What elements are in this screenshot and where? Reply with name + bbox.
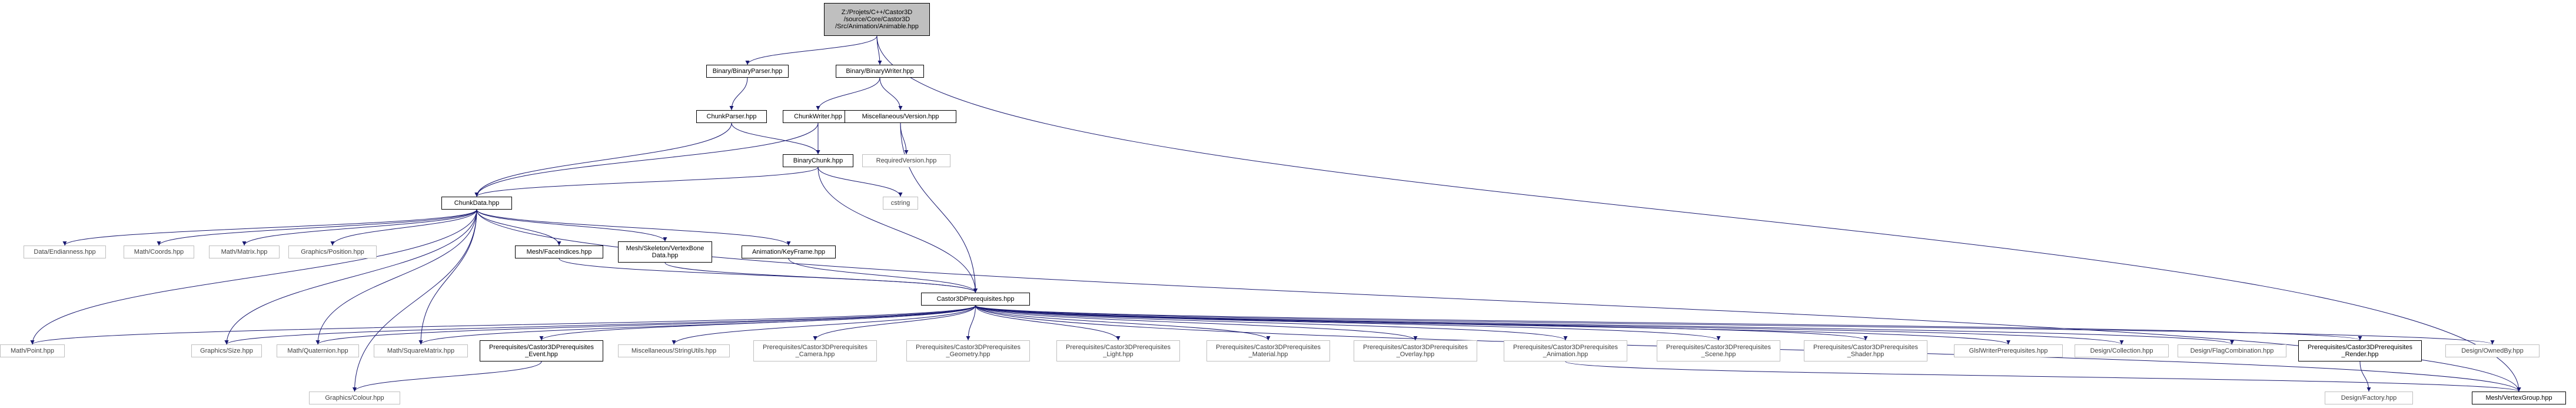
edge-binwriter-to-chunkwriter bbox=[816, 77, 880, 111]
edge-keyframe-to-prereq bbox=[788, 258, 978, 293]
edge-chunkdata-to-vbonedata bbox=[476, 209, 667, 242]
node-point[interactable]: Math/Point.hpp bbox=[0, 344, 65, 357]
node-chunkparser[interactable]: ChunkParser.hpp bbox=[696, 110, 767, 123]
edge-chunkdata-to-quaternion bbox=[315, 209, 477, 345]
edge-prereq-to-p-render bbox=[975, 305, 2362, 341]
node-coords[interactable]: Math/Coords.hpp bbox=[124, 246, 194, 258]
edge-prereq-to-p-material bbox=[975, 305, 1271, 341]
edge-prereq-to-size bbox=[224, 305, 976, 345]
node-p-shader[interactable]: Prerequisites/Castor3DPrerequisites _Sha… bbox=[1804, 340, 1927, 361]
edge-chunkdata-to-keyframe bbox=[476, 209, 791, 246]
edge-prereq-to-p-scene bbox=[975, 305, 1721, 341]
edge-faceidx-to-prereq bbox=[559, 258, 978, 293]
node-p-geometry[interactable]: Prerequisites/Castor3DPrerequisites _Geo… bbox=[906, 340, 1030, 361]
edge-binwriter-to-version bbox=[879, 77, 903, 111]
node-faceidx[interactable]: Mesh/FaceIndices.hpp bbox=[515, 246, 603, 258]
edge-prereq-to-p-animation bbox=[975, 305, 1568, 341]
edge-prereq-to-ownedby bbox=[975, 305, 2494, 345]
edge-binchunk-to-chunkdata bbox=[474, 167, 819, 197]
node-p-material[interactable]: Prerequisites/Castor3DPrerequisites _Mat… bbox=[1206, 340, 1330, 361]
node-ownedby[interactable]: Design/OwnedBy.hpp bbox=[2445, 344, 2540, 357]
edge-prereq-to-p-event bbox=[539, 305, 976, 341]
node-keyframe[interactable]: Animation/KeyFrame.hpp bbox=[742, 246, 836, 258]
node-quaternion[interactable]: Math/Quaternion.hpp bbox=[277, 344, 359, 357]
node-p-render[interactable]: Prerequisites/Castor3DPrerequisites _Ren… bbox=[2298, 340, 2422, 361]
edge-chunkwriter-to-chunkdata bbox=[474, 122, 819, 197]
node-reqversion[interactable]: RequiredVersion.hpp bbox=[862, 154, 950, 167]
node-size[interactable]: Graphics/Size.hpp bbox=[191, 344, 262, 357]
edge-p-animation-to-vgtype bbox=[1565, 361, 2521, 392]
node-p-overlay[interactable]: Prerequisites/Castor3DPrerequisites _Ove… bbox=[1354, 340, 1477, 361]
node-chunkwriter[interactable]: ChunkWriter.hpp bbox=[783, 110, 853, 123]
edge-prereq-to-flagcomb bbox=[975, 305, 2234, 345]
node-p-event[interactable]: Prerequisites/Castor3DPrerequisites _Eve… bbox=[480, 340, 603, 361]
node-endian[interactable]: Data/Endianness.hpp bbox=[24, 246, 106, 258]
edge-binparser-to-chunkparser bbox=[729, 77, 748, 111]
edge-prereq-to-p-geometry bbox=[966, 305, 976, 341]
edge-chunkparser-to-binchunk bbox=[731, 122, 820, 155]
node-p-light[interactable]: Prerequisites/Castor3DPrerequisites _Lig… bbox=[1056, 340, 1180, 361]
edge-chunkdata-to-coords bbox=[157, 209, 477, 246]
edge-binchunk-to-cstring bbox=[817, 167, 903, 197]
edge-prereq-to-p-camera bbox=[813, 305, 976, 341]
node-squarematrix[interactable]: Math/SquareMatrix.hpp bbox=[374, 344, 468, 357]
node-chunkdata[interactable]: ChunkData.hpp bbox=[441, 197, 512, 210]
edge-version-to-prereq bbox=[900, 122, 978, 293]
edge-chunkdata-to-faceidx bbox=[476, 209, 561, 246]
edge-root-to-vgtype bbox=[876, 35, 2521, 392]
node-position[interactable]: Graphics/Position.hpp bbox=[288, 246, 377, 258]
edge-prereq-to-stringutils bbox=[672, 305, 976, 345]
node-colour[interactable]: Graphics/Colour.hpp bbox=[309, 392, 400, 404]
edge-chunkdata-to-size bbox=[224, 209, 477, 345]
edge-chunkdata-to-position bbox=[330, 209, 477, 246]
node-cstring[interactable]: cstring bbox=[883, 197, 918, 210]
edge-chunkdata-to-vgtype bbox=[476, 209, 2521, 392]
node-stringutils[interactable]: Miscellaneous/StringUtils.hpp bbox=[618, 344, 730, 357]
node-p-camera[interactable]: Prerequisites/Castor3DPrerequisites _Cam… bbox=[753, 340, 877, 361]
edge-chunkdata-to-colour bbox=[353, 209, 477, 392]
node-binparser[interactable]: Binary/BinaryParser.hpp bbox=[706, 65, 789, 78]
node-binchunk[interactable]: BinaryChunk.hpp bbox=[783, 154, 853, 167]
node-root[interactable]: Z:/Projets/C++/Castor3D /source/Core/Cas… bbox=[824, 3, 930, 36]
node-vgtype[interactable]: Mesh/VertexGroup.hpp bbox=[2472, 392, 2566, 404]
node-matrix[interactable]: Math/Matrix.hpp bbox=[209, 246, 280, 258]
edge-prereq-to-glsl bbox=[975, 305, 2010, 345]
node-p-scene[interactable]: Prerequisites/Castor3DPrerequisites _Sce… bbox=[1657, 340, 1780, 361]
edge-chunkdata-to-matrix bbox=[242, 209, 477, 246]
edge-chunkparser-to-chunkdata bbox=[474, 122, 732, 197]
edge-prereq-to-point bbox=[30, 305, 976, 345]
edge-prereq-to-collection bbox=[975, 305, 2124, 345]
node-vbonedata[interactable]: Mesh/Skeleton/VertexBone Data.hpp bbox=[618, 241, 712, 263]
node-flagcomb[interactable]: Design/FlagCombination.hpp bbox=[2178, 344, 2286, 357]
node-binwriter[interactable]: Binary/BinaryWriter.hpp bbox=[836, 65, 924, 78]
edge-chunkdata-to-endian bbox=[62, 209, 477, 246]
edge-p-render-to-factory bbox=[2359, 361, 2371, 392]
edge-binchunk-to-prereq bbox=[817, 167, 978, 293]
edge-prereq-to-p-overlay bbox=[975, 305, 1418, 341]
node-glsl[interactable]: GlslWriterPrerequisites.hpp bbox=[1954, 344, 2063, 357]
edge-p-event-to-colour bbox=[353, 361, 542, 392]
node-collection[interactable]: Design/Collection.hpp bbox=[2075, 344, 2169, 357]
node-p-animation[interactable]: Prerequisites/Castor3DPrerequisites _Ani… bbox=[1504, 340, 1627, 361]
edge-root-to-binparser bbox=[745, 35, 877, 65]
edge-chunkdata-to-squarematrix bbox=[418, 209, 477, 345]
node-factory[interactable]: Design/Factory.hpp bbox=[2325, 392, 2413, 404]
edge-vbonedata-to-prereq bbox=[664, 262, 978, 293]
node-prereq[interactable]: Castor3DPrerequisites.hpp bbox=[921, 293, 1030, 306]
edge-chunkdata-to-point bbox=[30, 209, 477, 345]
node-version[interactable]: Miscellaneous/Version.hpp bbox=[845, 110, 956, 123]
edge-prereq-to-quaternion bbox=[315, 305, 976, 345]
edge-prereq-to-p-light bbox=[975, 305, 1121, 341]
